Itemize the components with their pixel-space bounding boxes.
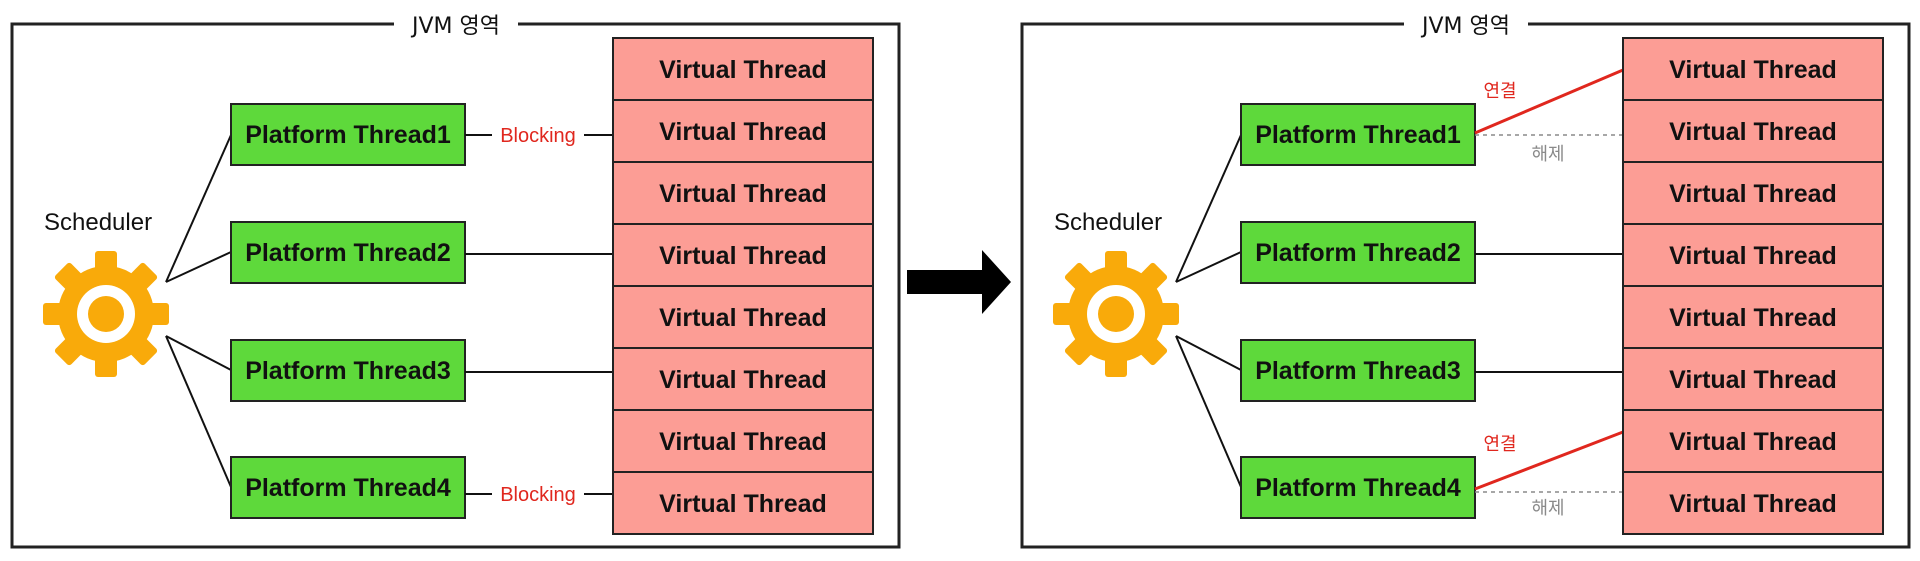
right-panel: JVM 영역 Scheduler Platform (1020, 10, 1911, 549)
virtual-thread-2 (1622, 99, 1884, 163)
virtual-thread-8-label: Virtual Thread (659, 490, 827, 518)
virtual-thread-5 (612, 285, 874, 349)
connect-line-1 (1474, 68, 1624, 135)
platform-thread-4-label: Platform Thread4 (245, 474, 451, 502)
virtual-thread-1 (1622, 37, 1884, 101)
virtual-thread-5-label: Virtual Thread (1669, 304, 1837, 332)
virtual-thread-2 (612, 99, 874, 163)
release-label-2: 해제 (1531, 498, 1564, 519)
platform-thread-3 (1240, 339, 1476, 402)
jvm-title-bg (1404, 10, 1528, 38)
virtual-thread-3-label: Virtual Thread (659, 180, 827, 208)
platform-thread-3-label: Platform Thread3 (245, 357, 451, 385)
virtual-thread-2-label: Virtual Thread (659, 118, 827, 146)
jvm-title: JVM 영역 (410, 14, 500, 39)
virtual-thread-1 (612, 37, 874, 101)
virtual-thread-8 (1622, 471, 1884, 535)
connect-label-1: 연결 (1483, 81, 1516, 102)
virtual-thread-4 (612, 223, 874, 287)
virtual-thread-4-label: Virtual Thread (659, 242, 827, 270)
platform-thread-1-label: Platform Thread1 (245, 121, 451, 149)
platform-thread-3 (230, 339, 466, 402)
virtual-thread-6-label: Virtual Thread (659, 366, 827, 394)
platform-thread-2-label: Platform Thread2 (245, 239, 451, 267)
virtual-thread-7-label: Virtual Thread (659, 428, 827, 456)
virtual-thread-6 (1622, 347, 1884, 411)
virtual-thread-1-label: Virtual Thread (1669, 56, 1837, 84)
scheduler-links (1175, 134, 1242, 488)
platform-virtual-links (465, 134, 613, 495)
virtual-thread-5-label: Virtual Thread (659, 304, 827, 332)
platform-thread-3-label: Platform Thread3 (1255, 357, 1461, 385)
scheduler-links (165, 134, 232, 488)
platform-thread-4 (230, 456, 466, 519)
blocking-label-1: Blocking (500, 125, 576, 147)
left-panel: JVM 영역 Scheduler (10, 10, 901, 549)
platform-thread-1 (1240, 103, 1476, 166)
platform-thread-1-label: Platform Thread1 (1255, 121, 1461, 149)
blocking-label-2: Blocking (500, 484, 576, 506)
scheduler-label: Scheduler (44, 209, 152, 236)
gear-icon (1053, 251, 1179, 377)
right-arrow-icon (907, 250, 1011, 314)
virtual-thread-8-label: Virtual Thread (1669, 490, 1837, 518)
scheduler-label: Scheduler (1054, 209, 1162, 236)
platform-thread-2 (230, 221, 466, 284)
virtual-thread-3-label: Virtual Thread (1669, 180, 1837, 208)
jvm-title: JVM 영역 (1420, 14, 1510, 39)
jvm-title-bg (394, 10, 518, 38)
virtual-thread-6-label: Virtual Thread (1669, 366, 1837, 394)
connect-label-2: 연결 (1483, 434, 1516, 455)
virtual-thread-1-label: Virtual Thread (659, 56, 827, 84)
virtual-thread-8 (612, 471, 874, 535)
virtual-thread-7-label: Virtual Thread (1669, 428, 1837, 456)
platform-thread-4-label: Platform Thread4 (1255, 474, 1461, 502)
gear-icon (43, 251, 169, 377)
platform-thread-2-label: Platform Thread2 (1255, 239, 1461, 267)
virtual-thread-3 (1622, 161, 1884, 225)
platform-thread-2 (1240, 221, 1476, 284)
virtual-thread-stack: Virtual Thread Virtual Thread Virtual Th… (612, 37, 874, 535)
virtual-thread-stack: Virtual Thread Virtual Thread Virtual Th… (1622, 37, 1884, 535)
platform-virtual-links (1474, 68, 1624, 493)
virtual-thread-5 (1622, 285, 1884, 349)
virtual-thread-7 (1622, 409, 1884, 473)
platform-thread-4 (1240, 456, 1476, 519)
virtual-thread-4-label: Virtual Thread (1669, 242, 1837, 270)
release-label-1: 해제 (1531, 144, 1564, 165)
connect-line-2 (1474, 430, 1624, 491)
virtual-thread-3 (612, 161, 874, 225)
virtual-thread-2-label: Virtual Thread (1669, 118, 1837, 146)
